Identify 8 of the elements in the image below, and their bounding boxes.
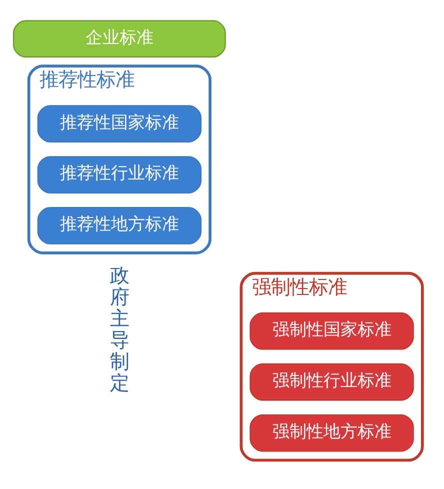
node-box: 强制性行业标准 xyxy=(249,362,414,400)
label: 政府主导制定 xyxy=(109,263,128,394)
node-box: 推荐性地方标准 xyxy=(36,206,202,244)
node-box: 企业标准 xyxy=(12,20,226,58)
node-box: 推荐性国家标准 xyxy=(36,104,202,142)
node-box: 推荐性行业标准 xyxy=(36,156,202,193)
node-box: 强制性地方标准 xyxy=(249,414,414,452)
node-box: 强制性国家标准 xyxy=(249,312,414,350)
